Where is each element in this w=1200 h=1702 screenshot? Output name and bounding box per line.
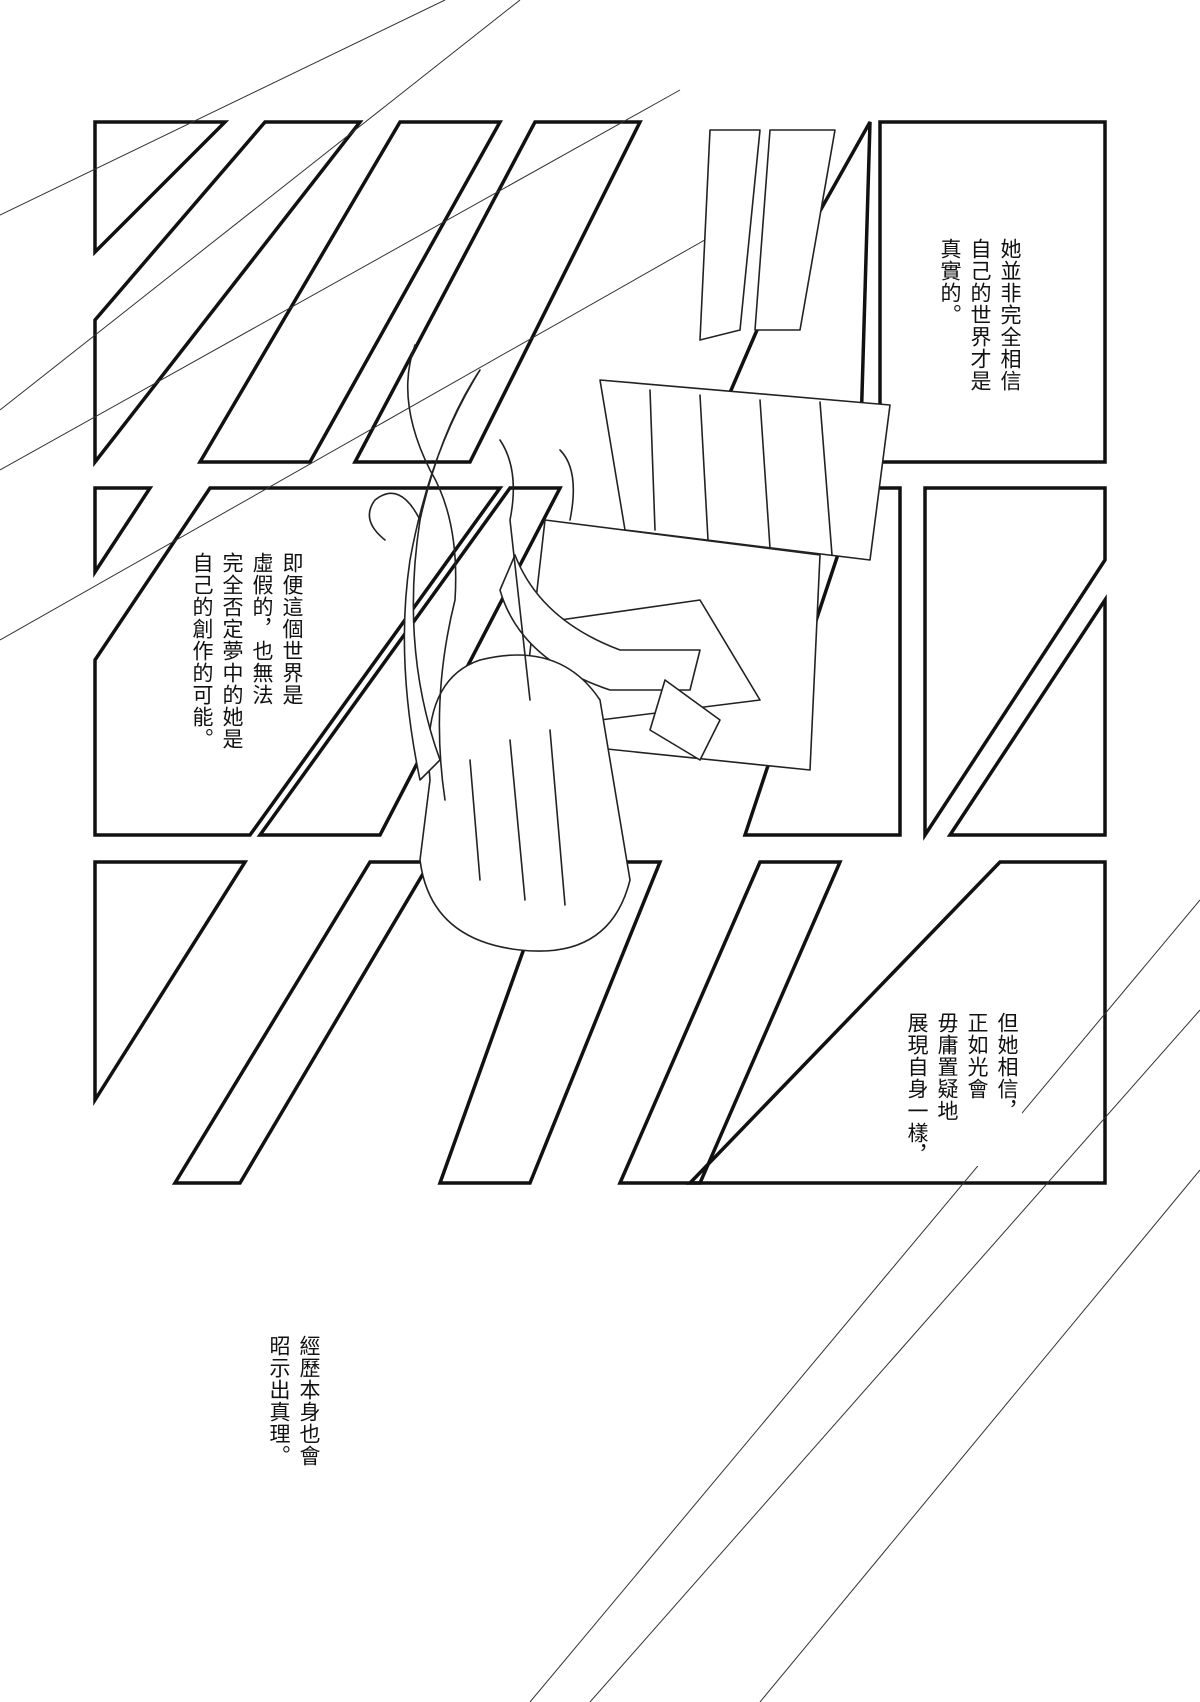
caption-line: 昭示出真理。 [267,1335,291,1467]
panel-frame [352,120,643,464]
panel-frame [437,860,663,1185]
panel-frame [256,486,563,837]
panel-frame [742,486,902,837]
panel-frame [93,120,364,468]
panel-frame [878,120,1107,464]
narration-caption-1: 她並非完全相信 自己的世界才是 真實的。 [935,238,1025,392]
caption-line: 自己的世界才是 [968,238,992,392]
panel-frame [946,594,1107,837]
panel-frame [93,860,249,1107]
caption-line: 正如光會 [965,1012,989,1100]
panel-frame [93,486,504,837]
narration-caption-3: 但她相信， 正如光會 毋庸置疑地 展現自身一樣， [902,1012,1022,1166]
caption-line: 虛假的，也無法 [250,552,274,706]
narration-caption-4: 經歷本身也會 昭示出真理。 [264,1335,324,1467]
caption-line: 自己的創作的可能。 [190,552,214,750]
caption-line: 但她相信， [995,1012,1019,1122]
panel-frame [93,120,230,257]
girl-illustration [368,129,891,952]
caption-line: 展現自身一樣， [905,1012,929,1166]
panel-frame [923,486,1107,841]
panel-frame [685,860,1107,1185]
panel-frame [93,486,154,578]
caption-line: 經歷本身也會 [297,1335,321,1467]
caption-line: 真實的。 [938,238,962,326]
panel-frame [617,860,843,1185]
panel-frame [196,120,503,464]
caption-line: 她並非完全相信 [998,238,1022,392]
caption-line: 毋庸置疑地 [935,1012,959,1122]
caption-line: 完全否定夢中的她是 [220,552,244,750]
caption-line: 即便這個世界是 [280,552,304,706]
narration-caption-2: 即便這個世界是 虛假的，也無法 完全否定夢中的她是 自己的創作的可能。 [187,552,307,750]
